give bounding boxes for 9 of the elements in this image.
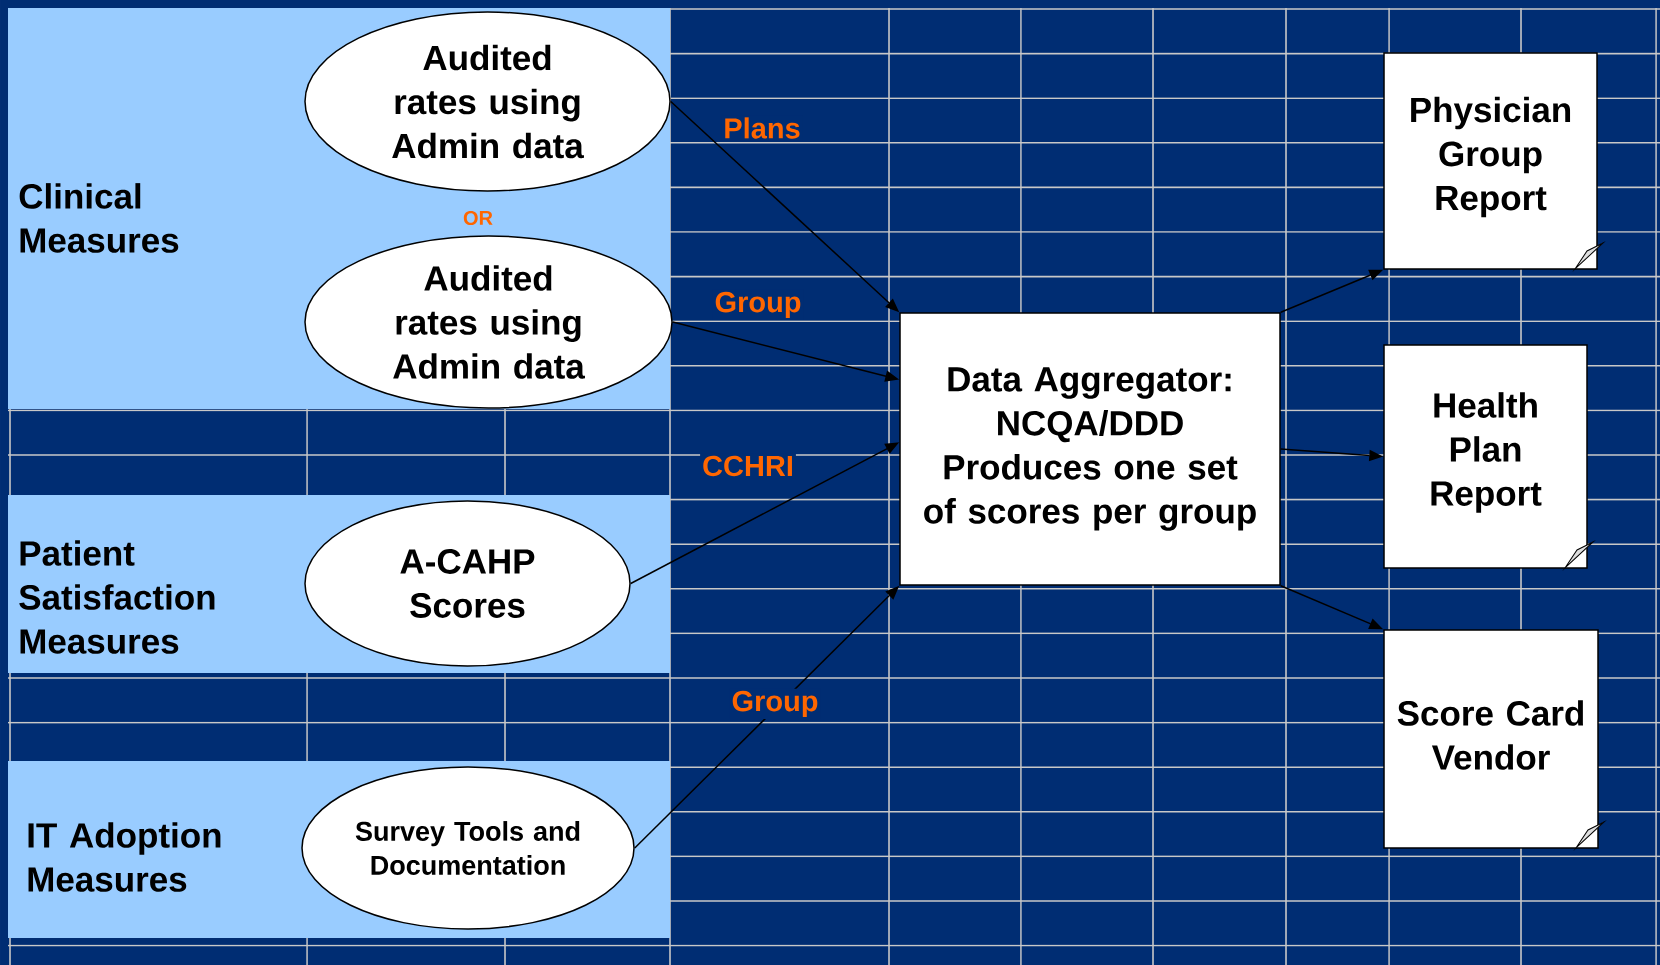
document-box: Physician Group Report [1383, 52, 1604, 270]
edge-label: CCHRI [700, 453, 796, 479]
document-box: Health Plan Report [1383, 344, 1594, 569]
edge-label: Plans [721, 115, 803, 141]
note-label: OR [463, 210, 493, 226]
edge-label: Group [712, 289, 804, 321]
process-box: Data Aggregator: NCQA/DDD Produces one set of scores per group [899, 312, 1281, 586]
document-box: Score Card Vendor [1383, 629, 1605, 849]
edge-label: Group [729, 688, 821, 720]
